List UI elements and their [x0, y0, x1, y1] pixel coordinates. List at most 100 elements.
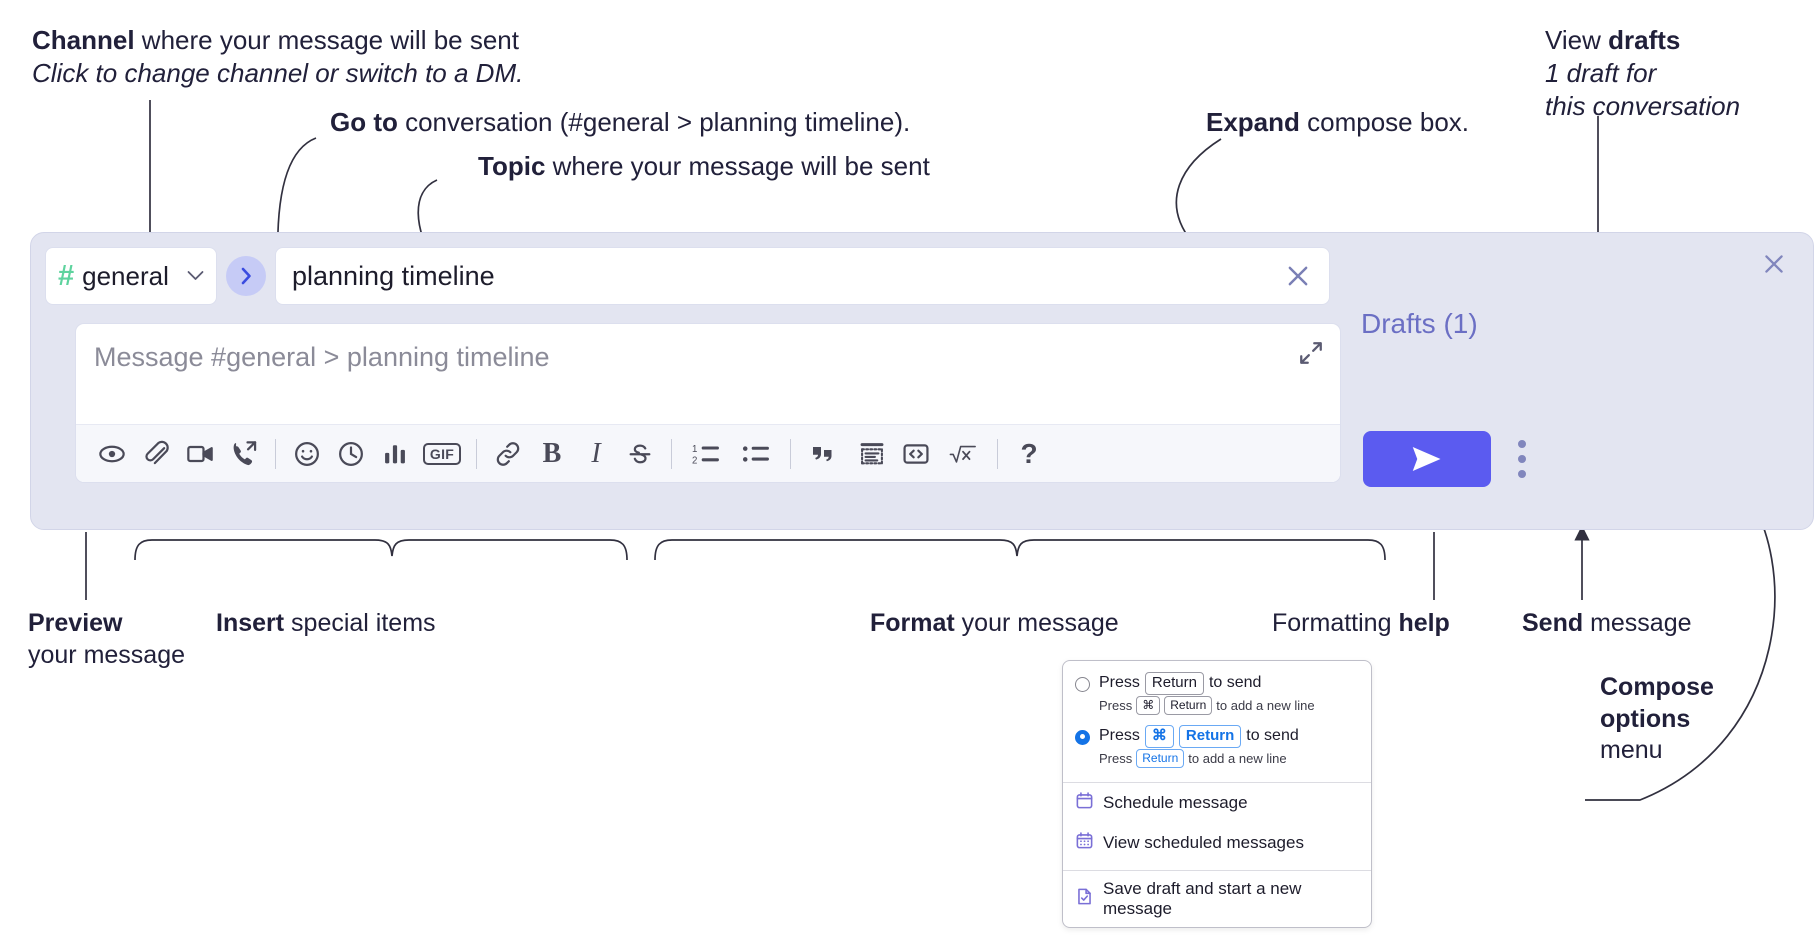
message-input-box[interactable]: Message #general > planning timeline	[75, 323, 1341, 483]
annotation-preview-rest: your message	[28, 640, 186, 669]
annotation-drafts-bold: drafts	[1608, 25, 1681, 55]
annotation-help-bold: help	[1398, 609, 1450, 637]
annotation-topic: Topic where your message will be sent	[478, 150, 930, 183]
audio-call-icon[interactable]	[222, 433, 266, 475]
gif-icon[interactable]: GIF	[417, 433, 467, 475]
strikethrough-icon[interactable]	[618, 433, 662, 475]
key-return: Return	[1178, 724, 1242, 748]
key-return: Return	[1136, 748, 1185, 768]
emoji-icon[interactable]	[285, 433, 329, 475]
annotation-send-bold: Send	[1522, 609, 1584, 637]
italic-icon[interactable]: I	[574, 433, 618, 475]
annotation-topic-rest: where your message will be sent	[545, 151, 930, 181]
annotation-insert-rest: special items	[284, 609, 436, 637]
inline-code-icon[interactable]	[894, 433, 938, 475]
annotation-preview: Preview your message	[28, 608, 185, 671]
toolbar-divider	[997, 438, 998, 469]
option1-tail: to send	[1208, 674, 1262, 692]
send-option-return-sub: Press ⌘ Return to add a new line	[1063, 695, 1371, 722]
annotation-send: Send message	[1522, 608, 1692, 640]
option1-sub-press: Press	[1099, 697, 1133, 713]
code-block-icon[interactable]	[850, 433, 894, 475]
option1-press: Press	[1099, 674, 1140, 692]
annotation-expand: Expand compose box.	[1206, 106, 1469, 139]
kebab-dot	[1518, 455, 1526, 463]
formatting-toolbar: GIF B I	[76, 424, 1340, 482]
menu-item-label: Schedule message	[1103, 792, 1248, 812]
annotation-preview-bold: Preview	[28, 609, 123, 637]
channel-selector-button[interactable]: # general	[45, 247, 217, 305]
send-option-return[interactable]: Press Return to send	[1063, 669, 1371, 695]
annotation-goto: Go to conversation (#general > planning …	[330, 106, 910, 139]
calendar-icon	[1075, 791, 1094, 815]
preview-icon[interactable]	[90, 433, 134, 475]
annotation-formatting-help: Formatting help	[1272, 608, 1450, 640]
menu-item-save-draft[interactable]: Save draft and start a new message	[1063, 871, 1371, 927]
gif-label: GIF	[422, 442, 462, 465]
attachment-icon[interactable]	[134, 433, 178, 475]
clear-topic-icon[interactable]	[1281, 259, 1315, 293]
key-return: Return	[1144, 672, 1204, 695]
kebab-dot	[1518, 440, 1526, 448]
send-button[interactable]	[1363, 431, 1491, 487]
chevron-down-icon	[187, 266, 204, 286]
help-icon[interactable]: ?	[1007, 433, 1051, 475]
annotation-expand-rest: compose box.	[1299, 107, 1470, 137]
annotation-insert: Insert special items	[216, 608, 436, 640]
toolbar-divider	[275, 438, 276, 469]
key-return: Return	[1164, 695, 1213, 715]
annotation-help-lead: Formatting	[1272, 609, 1399, 637]
annotation-compose-rest: menu	[1600, 736, 1663, 764]
svg-text:2: 2	[692, 455, 697, 466]
annotation-goto-rest: conversation (#general > planning timeli…	[397, 107, 911, 137]
annotation-compose-bold1: Compose	[1600, 673, 1714, 701]
menu-item-label: View scheduled messages	[1103, 832, 1304, 852]
radio-unselected[interactable]	[1075, 677, 1090, 692]
go-to-conversation-button[interactable]	[226, 256, 266, 296]
annotation-drafts-italic1: 1 draft for	[1545, 57, 1657, 88]
divider	[1063, 869, 1371, 871]
option2-press: Press	[1099, 727, 1140, 745]
bulleted-list-icon[interactable]	[731, 433, 781, 475]
compose-options-menu-button[interactable]	[1509, 435, 1535, 483]
message-placeholder: Message #general > planning timeline	[94, 342, 550, 372]
bold-icon[interactable]: B	[530, 433, 574, 475]
option2-tail: to send	[1246, 727, 1299, 745]
annotation-expand-bold: Expand	[1206, 107, 1300, 137]
menu-item-view-scheduled[interactable]: View scheduled messages	[1063, 823, 1371, 863]
blockquote-icon[interactable]	[800, 433, 850, 475]
annotation-goto-bold: Go to	[330, 107, 398, 137]
svg-text:1: 1	[692, 443, 697, 454]
poll-icon[interactable]	[373, 433, 417, 475]
radio-selected[interactable]	[1075, 729, 1090, 745]
latex-icon[interactable]	[938, 433, 988, 475]
italic-label: I	[591, 437, 601, 469]
annotation-channel-italic: Click to change channel or switch to a D…	[32, 57, 524, 88]
drafts-link[interactable]: Drafts (1)	[1361, 308, 1478, 339]
close-icon[interactable]	[1757, 247, 1791, 281]
annotation-channel: Channel where your message will be sent …	[32, 24, 523, 90]
kebab-dot	[1518, 470, 1526, 478]
compose-options-dropdown: Press Return to send Press ⌘ Return to a…	[1062, 660, 1372, 928]
annotation-compose-options: Compose options menu	[1600, 672, 1714, 767]
key-command: ⌘	[1136, 695, 1161, 715]
send-option-cmd-return[interactable]: Press ⌘ Return to send	[1063, 722, 1371, 748]
clock-icon[interactable]	[329, 433, 373, 475]
annotation-format-bold: Format	[870, 609, 955, 637]
expand-compose-icon[interactable]	[1294, 336, 1328, 370]
option2-sub-press: Press	[1099, 750, 1133, 766]
topic-value: planning timeline	[292, 260, 495, 291]
annotation-send-rest: message	[1583, 609, 1692, 637]
toolbar-divider	[790, 438, 791, 469]
menu-item-schedule-message[interactable]: Schedule message	[1063, 783, 1371, 823]
divider	[1063, 781, 1371, 783]
send-option-cmd-return-sub: Press Return to add a new line	[1063, 748, 1371, 775]
annotation-drafts-lead: View	[1545, 25, 1609, 55]
topic-input[interactable]: planning timeline	[275, 247, 1330, 305]
video-icon[interactable]	[178, 433, 222, 475]
channel-name: general	[82, 260, 169, 291]
link-icon[interactable]	[486, 433, 530, 475]
annotation-format: Format your message	[870, 608, 1119, 640]
